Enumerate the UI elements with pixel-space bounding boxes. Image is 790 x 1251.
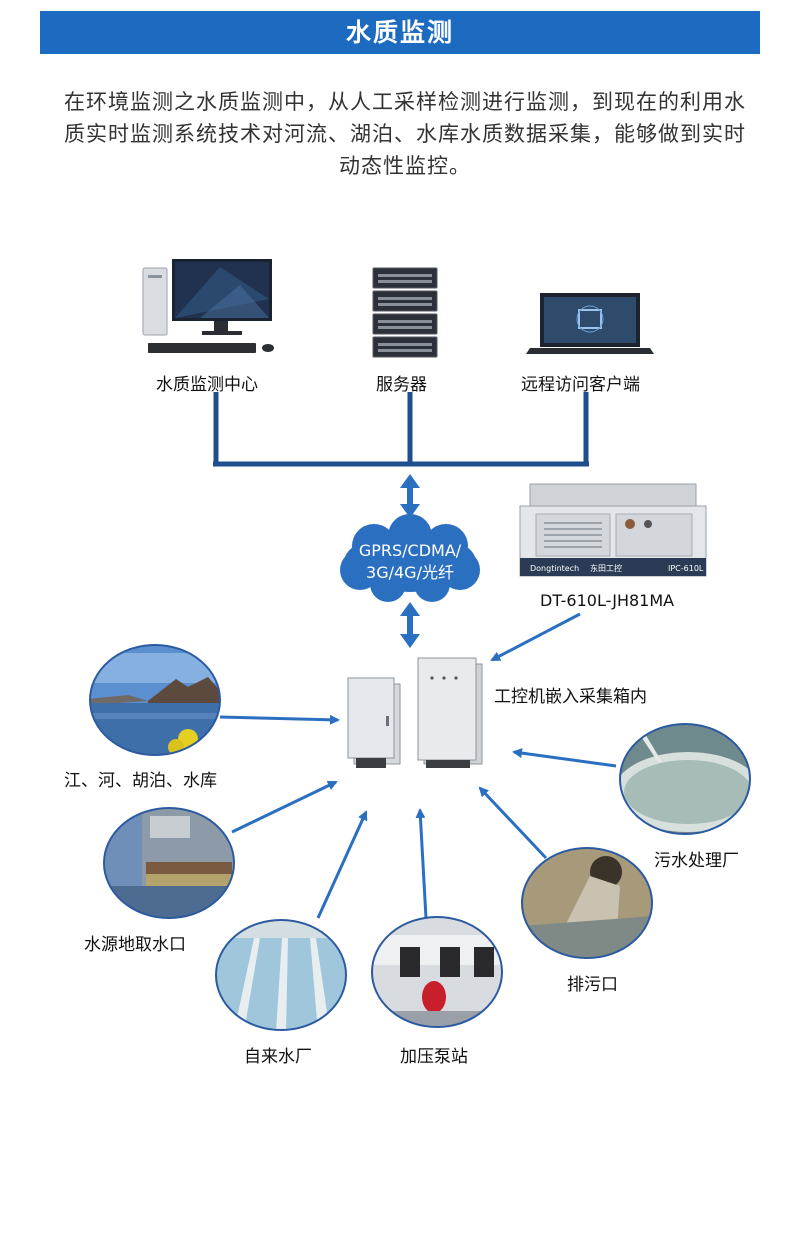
server-icon [372, 267, 438, 358]
label-pump-station: 加压泵站 [400, 1047, 468, 1067]
water-intake-photo [103, 807, 235, 919]
arrow-rivers [219, 714, 340, 725]
label-monitoring-center: 水质监测中心 [156, 375, 258, 395]
double-arrow-bottom [400, 602, 420, 648]
arrow-outfall [478, 786, 548, 860]
waterworks-photo [215, 919, 347, 1031]
network-bus [213, 392, 589, 467]
cabinet-icon [347, 657, 483, 768]
sewage-plant-photo [619, 723, 751, 835]
arrow-waterworks [316, 810, 368, 919]
ipc-badge: 东田工控 [590, 563, 622, 573]
label-waterworks: 自来水厂 [244, 1047, 312, 1067]
label-cabinet: 工控机嵌入采集箱内 [494, 687, 647, 707]
ipc-brand: Dongtintech [530, 564, 579, 573]
label-remote-client: 远程访问客户端 [521, 375, 640, 395]
double-arrow-top [400, 474, 420, 518]
label-ipc-model: DT-610L-JH81MA [540, 591, 675, 610]
label-rivers: 江、河、胡泊、水库 [64, 771, 217, 791]
arrow-sewage [512, 748, 617, 768]
title-bar: 水质监测 [40, 11, 760, 54]
industrial-pc-icon: Dongtintech 东田工控 IPC-610L [519, 483, 707, 577]
river-lake-photo [89, 644, 221, 756]
label-water-intake: 水源地取水口 [84, 935, 186, 955]
label-sewage-plant: 污水处理厂 [654, 851, 739, 871]
intro-paragraph: 在环境监测之水质监测中，从人工采样检测进行监测，到现在的利用水质实时监测系统技术… [64, 90, 746, 178]
pump-station-photo [371, 916, 503, 1028]
network-line1: GPRS/CDMA/ [359, 541, 462, 560]
desktop-pc-icon [142, 259, 274, 353]
laptop-icon [526, 293, 654, 354]
label-server: 服务器 [376, 375, 427, 395]
page-title: 水质监测 [345, 18, 454, 47]
arrow-ipc [490, 612, 581, 662]
arrow-intake [231, 780, 338, 834]
network-line2: 3G/4G/光纤 [366, 563, 454, 582]
network-cloud-icon: GPRS/CDMA/ 3G/4G/光纤 [340, 514, 480, 602]
arrow-pump [415, 808, 428, 919]
ipc-panel-model: IPC-610L [668, 564, 704, 573]
feed-arrows [219, 612, 617, 919]
label-outfall: 排污口 [567, 975, 618, 995]
outfall-photo [521, 847, 653, 959]
